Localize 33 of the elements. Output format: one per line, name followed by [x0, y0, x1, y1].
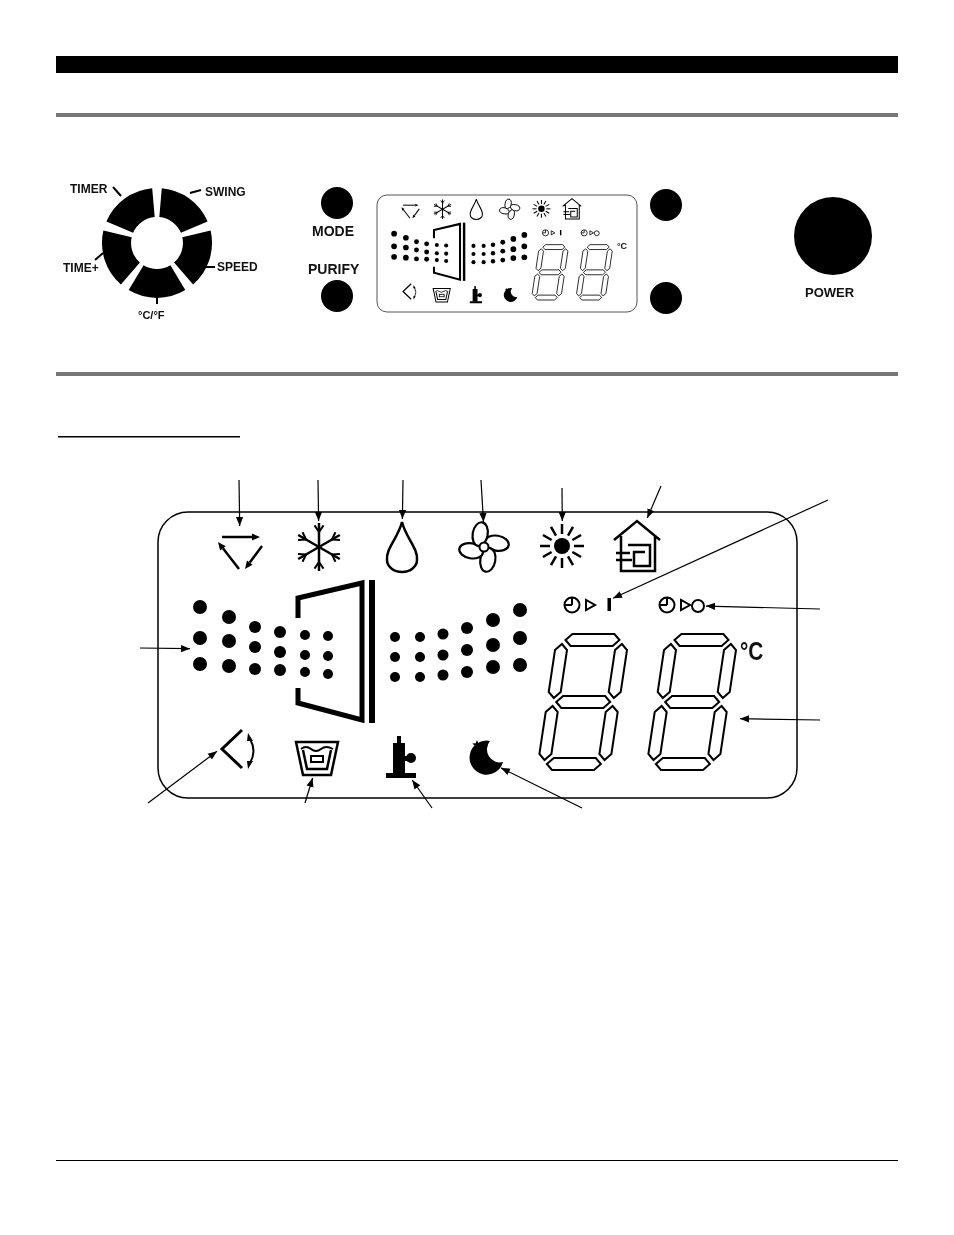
button-label: MODE — [312, 224, 354, 238]
timer-off-icon — [658, 596, 706, 614]
leader-line — [139, 644, 191, 653]
button-label: PURIFY — [308, 262, 360, 276]
leader-line — [646, 485, 662, 519]
leader-line — [705, 602, 821, 610]
leader-line — [739, 715, 821, 723]
house-icon — [612, 518, 662, 574]
tub-icon — [294, 740, 340, 778]
dial-label: TIME+ — [63, 262, 99, 274]
water-drop-icon — [384, 519, 420, 573]
leader-line — [558, 487, 566, 522]
button-label: POWER — [805, 286, 855, 299]
leader-line — [500, 767, 583, 809]
leader-line — [314, 479, 323, 522]
dial-label: °C/°F — [138, 310, 165, 321]
leader-line — [304, 777, 314, 804]
dial-label: TIMER — [70, 183, 108, 195]
leader-line — [411, 779, 433, 809]
leader-line — [398, 479, 407, 520]
swing-icon — [217, 728, 257, 772]
unit-label: °C — [740, 638, 764, 664]
airflow-louver-drawing — [190, 578, 530, 725]
leader-line — [612, 499, 829, 599]
timer-on-icon — [563, 596, 613, 613]
leader-line — [147, 750, 218, 804]
dial-label: SPEED — [217, 261, 258, 273]
leader-line — [235, 479, 244, 527]
leader-line — [479, 479, 487, 523]
unit-label: °C — [617, 242, 628, 251]
pump-icon — [384, 734, 418, 780]
dial-label: SWING — [205, 186, 246, 198]
fan-icon — [460, 522, 510, 572]
